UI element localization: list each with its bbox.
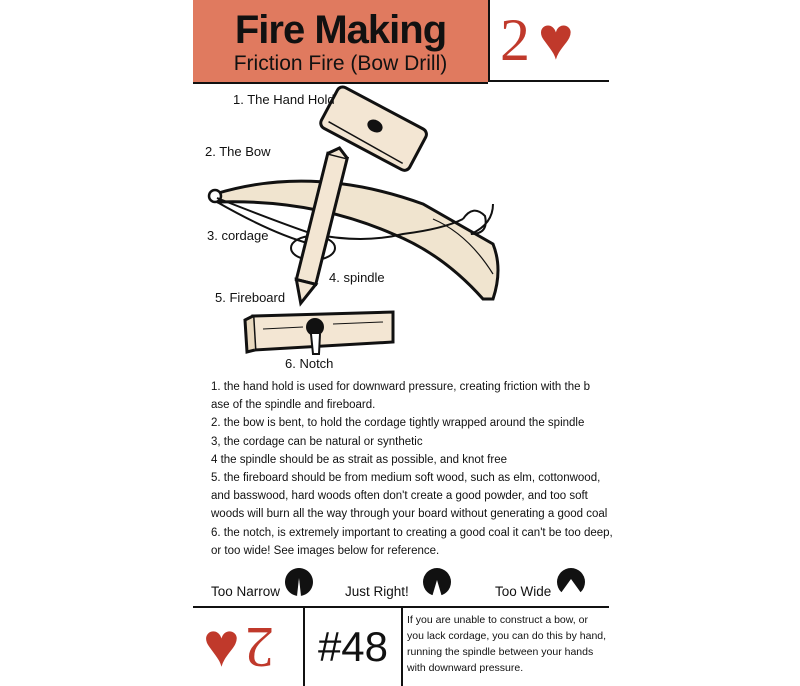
instructions: 1. the hand hold is used for downward pr… — [211, 378, 613, 560]
step-line: 5. the fireboard should be from medium s… — [211, 472, 601, 485]
fireboard-drawing — [243, 310, 395, 355]
bow-drill-drawing — [207, 85, 500, 355]
spindle-drawing — [294, 146, 350, 307]
step-line: 3, the cordage can be natural or synthet… — [211, 435, 423, 448]
card-subtitle: Friction Fire (Bow Drill) — [233, 52, 448, 75]
step-line: or too wide! See images below for refere… — [211, 544, 440, 557]
rank-label: 2 — [500, 7, 530, 73]
notch-examples: Too Narrow Just Right! Too Wide — [193, 566, 609, 606]
label-spindle: 4. spindle — [329, 270, 385, 285]
card-number: #48 — [305, 608, 403, 686]
cordage-drawing — [216, 197, 494, 261]
title-banner: Fire Making Friction Fire (Bow Drill) — [193, 0, 488, 84]
step-line: 2. the bow is bent, to hold the cordage … — [211, 417, 585, 430]
card-footer: ♥ 2 #48 If you are unable to construct a… — [193, 606, 609, 686]
bow-drill-illustration: 1. The Hand Hold 2. The Bow 3. cordage 4… — [193, 84, 609, 374]
too-wide-label: Too Wide — [495, 584, 552, 599]
label-notch: 6. Notch — [285, 356, 334, 371]
rank-suit-corner-bottom: ♥ 2 — [193, 608, 305, 686]
just-right-label: Just Right! — [345, 584, 409, 599]
label-bow: 2. The Bow — [205, 144, 271, 159]
label-cordage: 3. cordage — [207, 228, 269, 243]
rank-label-inverted: 2 — [245, 615, 274, 680]
step-line: 6. the notch, is extremely important to … — [211, 526, 613, 539]
label-fireboard: 5. Fireboard — [215, 290, 286, 305]
step-line: 4 the spindle should be as strait as pos… — [211, 453, 507, 466]
heart-icon: ♥ — [203, 611, 240, 680]
step-line: woods will burn all the way through your… — [211, 508, 608, 521]
step-line: ase of the spindle and fireboard. — [211, 399, 376, 412]
label-hand-hold: 1. The Hand Hold — [233, 92, 335, 107]
narrow-notch-icon — [284, 568, 313, 596]
playing-card: Fire Making Friction Fire (Bow Drill) 2 … — [193, 0, 613, 686]
too-narrow-label: Too Narrow — [211, 584, 281, 599]
hand-hold-drawing — [319, 85, 428, 172]
footer-note: If you are unable to construct a bow, or… — [407, 614, 607, 674]
just-right-notch-icon — [423, 568, 451, 597]
rank-suit-corner: 2 ♥ — [488, 0, 609, 82]
card-title: Fire Making — [234, 8, 447, 52]
step-line: 1. the hand hold is used for downward pr… — [211, 381, 591, 393]
heart-icon: ♥ — [538, 5, 574, 72]
step-line: and basswood, hard woods often don't cre… — [211, 490, 588, 503]
wide-notch-icon — [557, 568, 585, 597]
